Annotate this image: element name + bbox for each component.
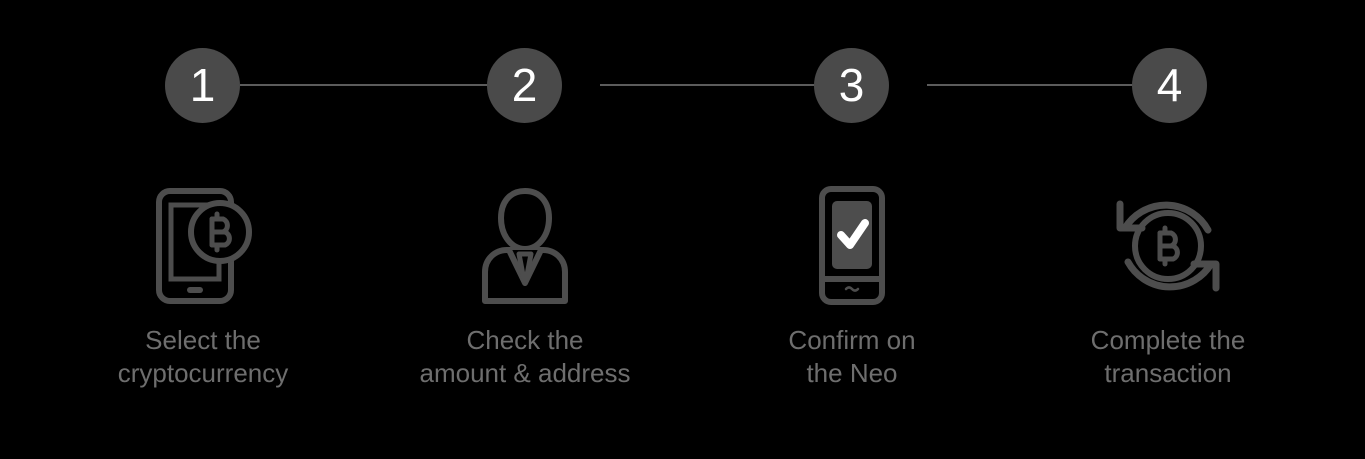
connector-line-3-4 <box>927 84 1133 86</box>
step-circle-1[interactable]: 1 <box>165 48 240 123</box>
step-caption-3: Confirm on the Neo <box>788 325 916 389</box>
step-circle-4[interactable]: 4 <box>1132 48 1207 123</box>
connector-line-1-2 <box>240 84 525 86</box>
step-number-2: 2 <box>511 58 538 111</box>
step-caption-1: Select the cryptocurrency <box>117 325 289 389</box>
step-column-1: Select the cryptocurrency <box>53 180 353 390</box>
step-column-3: Confirm on the Neo <box>702 180 1002 390</box>
device-checkmark-icon <box>702 180 1002 310</box>
stepper: 1 2 3 4 <box>0 0 1365 170</box>
step-caption-2: Check the amount & address <box>419 325 631 389</box>
bitcoin-refresh-icon <box>1018 180 1318 310</box>
step-number-3: 3 <box>838 58 865 111</box>
person-suit-icon <box>375 180 675 310</box>
step-circle-3[interactable]: 3 <box>814 48 889 123</box>
step-column-4: Complete the transaction <box>1018 180 1318 390</box>
step-number-1: 1 <box>189 58 216 111</box>
step-circle-2[interactable]: 2 <box>487 48 562 123</box>
connector-line-2-3 <box>600 84 815 86</box>
step-caption-4: Complete the transaction <box>1090 325 1246 389</box>
phone-bitcoin-icon <box>53 180 353 310</box>
step-column-2: Check the amount & address <box>375 180 675 390</box>
step-number-4: 4 <box>1156 58 1183 111</box>
